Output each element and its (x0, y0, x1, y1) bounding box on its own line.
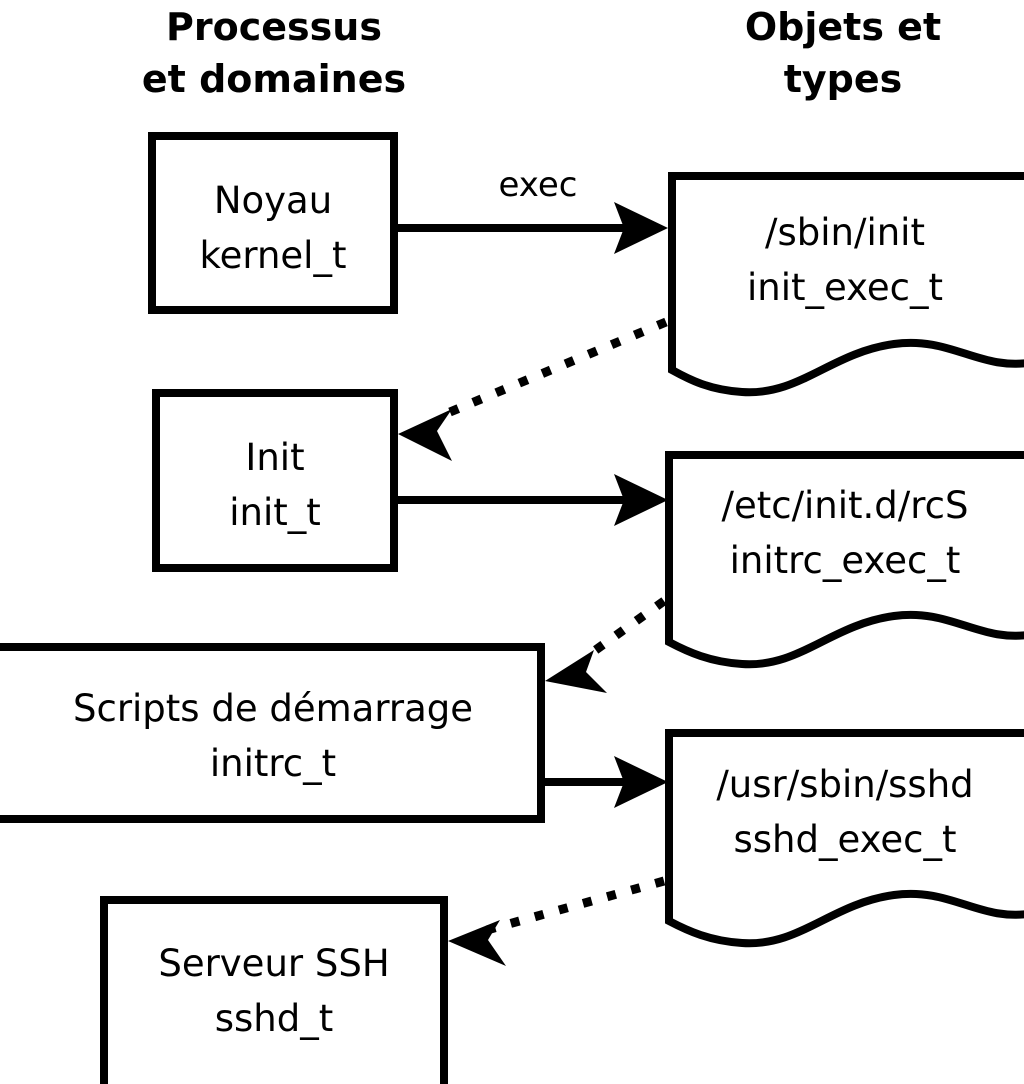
node-initrc_exec-document-shape[interactable] (665, 451, 1024, 669)
edge-sshd_exec-transition-sshd (448, 876, 666, 966)
node-sshd[interactable]: Serveur SSH sshd_t (100, 896, 448, 1084)
column-header-objects-line1: Objets et (745, 5, 941, 49)
node-init_exec[interactable]: /sbin/init init_exec_t (668, 172, 1024, 397)
edge-init-exec-initrc_exec (398, 474, 668, 526)
node-sshd_exec-line2: sshd_exec_t (734, 818, 957, 861)
column-header-objects: Objets et types (745, 5, 941, 101)
edge-sshd_exec-transition-sshd-line (485, 876, 666, 935)
edge-label-exec: exec (498, 165, 577, 205)
node-init-box[interactable] (152, 389, 398, 572)
column-header-processes: Processus et domaines (142, 5, 406, 101)
column-header-objects-line2: types (784, 57, 903, 101)
node-initrc_exec-line1: /etc/init.d/rcS (721, 484, 968, 527)
node-kernel-box[interactable] (148, 132, 398, 314)
edge-initrc-exec-sshd_exec-arrowhead (614, 756, 668, 808)
node-sshd-line1: Serveur SSH (158, 942, 389, 985)
node-sshd_exec-line1: /usr/sbin/sshd (716, 763, 973, 806)
edge-init_exec-transition-init (398, 317, 668, 461)
node-sshd_exec-document-shape[interactable] (665, 729, 1024, 948)
node-initrc_exec[interactable]: /etc/init.d/rcS initrc_exec_t (665, 451, 1024, 669)
column-header-processes-line2: et domaines (142, 57, 406, 101)
node-init_exec-document-shape[interactable] (668, 172, 1024, 397)
node-sshd-box[interactable] (100, 896, 448, 1084)
edge-init_exec-transition-init-arrowhead (398, 409, 452, 461)
edge-init_exec-transition-init-line (436, 317, 668, 422)
node-init-line2: init_t (229, 491, 321, 534)
node-sshd_exec[interactable]: /usr/sbin/sshd sshd_exec_t (665, 729, 1024, 948)
column-header-processes-line1: Processus (166, 5, 382, 49)
node-initrc[interactable]: Scripts de démarrage initrc_t (0, 643, 545, 823)
node-initrc-line1: Scripts de démarrage (73, 687, 473, 730)
node-initrc_exec-line2: initrc_exec_t (730, 539, 961, 582)
edge-kernel-exec-init_exec-arrowhead (614, 202, 668, 254)
node-init_exec-line1: /sbin/init (765, 211, 925, 254)
edge-initrc-exec-sshd_exec (545, 756, 668, 808)
edge-initrc_exec-transition-initrc-arrowhead (545, 650, 607, 693)
edge-init-exec-initrc_exec-arrowhead (614, 474, 668, 526)
node-init[interactable]: Init init_t (152, 389, 398, 572)
node-init-line1: Init (245, 436, 304, 479)
node-kernel-line1: Noyau (214, 179, 332, 222)
edge-initrc_exec-transition-initrc-line (580, 597, 667, 663)
node-kernel[interactable]: Noyau kernel_t (148, 132, 398, 314)
node-initrc-line2: initrc_t (210, 742, 336, 785)
node-kernel-line2: kernel_t (200, 234, 347, 277)
edge-kernel-exec-init_exec: exec (398, 165, 668, 254)
node-initrc-box[interactable] (0, 643, 545, 823)
edge-initrc_exec-transition-initrc (545, 597, 667, 693)
edge-sshd_exec-transition-sshd-arrowhead (448, 920, 506, 966)
node-init_exec-line2: init_exec_t (747, 266, 943, 309)
node-sshd-line2: sshd_t (215, 997, 334, 1040)
